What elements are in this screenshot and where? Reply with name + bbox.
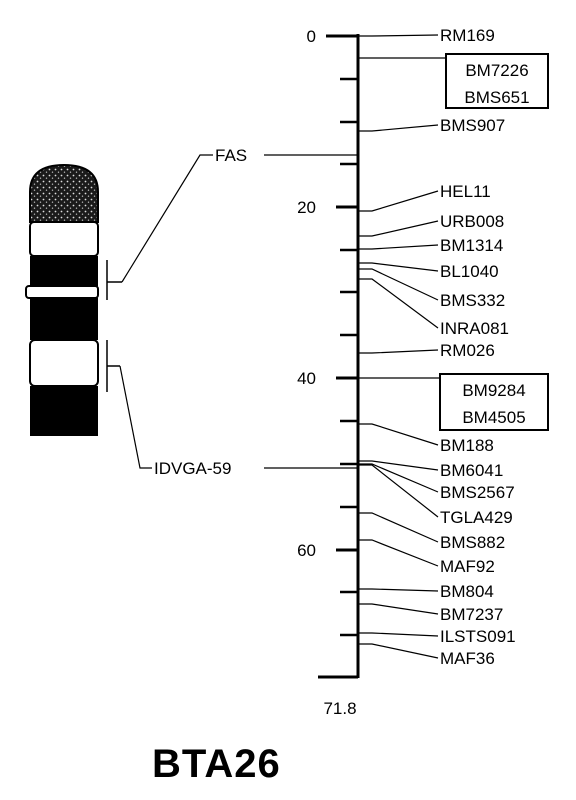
marker-connector — [358, 278, 439, 329]
left-marker-label: FAS — [215, 146, 247, 165]
marker-connector — [358, 603, 439, 615]
marker-label: URB008 — [440, 212, 504, 231]
marker-connector — [358, 423, 439, 446]
marker-label: INRA081 — [440, 319, 509, 338]
marker-connector — [358, 463, 439, 493]
marker-label: BL1040 — [440, 262, 499, 281]
boxed-marker-label: BM4505 — [462, 408, 525, 427]
marker-connector — [358, 460, 439, 471]
marker-label: BM6041 — [440, 461, 503, 480]
left-marker-group: FAS IDVGA-59 — [119, 146, 358, 478]
marker-connector — [358, 244, 439, 250]
marker-label: BM188 — [440, 436, 494, 455]
marker-label: HEL11 — [440, 182, 491, 201]
axis-tick-label: 60 — [297, 541, 316, 560]
marker-label: BMS907 — [440, 116, 505, 135]
marker-connector — [358, 588, 439, 592]
marker-label: TGLA429 — [440, 508, 513, 527]
marker-label: BMS882 — [440, 533, 505, 552]
marker-label: BM804 — [440, 582, 494, 601]
marker-label: MAF36 — [440, 649, 495, 668]
boxed-marker-label: BMS651 — [464, 88, 529, 107]
axis-tick-label: 40 — [297, 369, 316, 388]
marker-connector — [358, 512, 439, 543]
chromosome-ideogram — [25, 163, 99, 436]
ideogram-brackets — [106, 260, 122, 392]
marker-connector — [358, 34, 439, 37]
marker-connector — [358, 190, 439, 212]
marker-label: BM1314 — [440, 236, 503, 255]
marker-connector — [358, 124, 439, 132]
marker-label: ILSTS091 — [440, 627, 516, 646]
axis-ticks — [336, 34, 358, 637]
marker-connector — [358, 349, 439, 354]
marker-labels: RM169BMS907HEL11URB008BM1314BL1040BMS332… — [440, 26, 516, 668]
left-marker-label: IDVGA-59 — [154, 459, 231, 478]
marker-connector — [358, 220, 439, 237]
axis-tick-label: 0 — [307, 27, 316, 46]
marker-connector — [358, 262, 439, 272]
boxed-marker-label: BM9284 — [462, 381, 525, 400]
marker-connectors — [358, 34, 439, 659]
marker-connector — [358, 643, 439, 659]
left-marker-connector — [121, 154, 213, 283]
marker-label: MAF92 — [440, 557, 495, 576]
axis-tick-label: 20 — [297, 198, 316, 217]
map-length-label: 71.8 — [323, 699, 356, 718]
chromosome-title: BTA26 — [152, 742, 281, 786]
marker-label: RM169 — [440, 26, 495, 45]
marker-connector — [358, 464, 439, 518]
boxed-marker-label: BM7226 — [465, 61, 528, 80]
marker-connector — [358, 632, 439, 637]
marker-label: BMS2567 — [440, 483, 515, 502]
left-marker-connector — [119, 365, 152, 469]
marker-label: RM026 — [440, 341, 495, 360]
marker-connector — [358, 268, 439, 301]
marker-label: BMS332 — [440, 291, 505, 310]
marker-label: BM7237 — [440, 605, 503, 624]
marker-group-box — [439, 373, 549, 431]
axis-tick-labels: 0 20 40 60 — [297, 27, 316, 560]
marker-connector — [358, 539, 439, 567]
marker-group-box — [445, 53, 549, 109]
